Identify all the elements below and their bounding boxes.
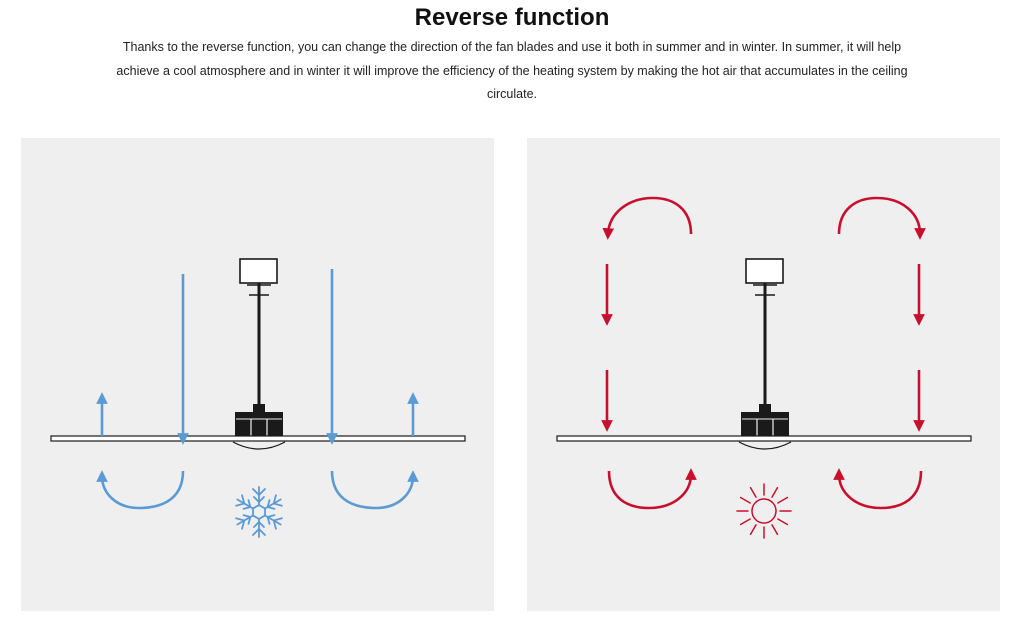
- snowflake-icon: [233, 486, 285, 538]
- winter-diagram-panel: [527, 138, 1000, 611]
- page-title: Reverse function: [414, 4, 610, 31]
- airflow-curve-arrow: [607, 468, 697, 510]
- page-description: Thanks to the reverse function, you can …: [116, 40, 908, 101]
- fan-blades: [556, 435, 972, 442]
- fan-motor: [741, 412, 789, 437]
- summer-diagram-panel: [21, 138, 494, 611]
- airflow-curve-arrow: [330, 470, 419, 510]
- airflow-curve-arrow: [602, 196, 693, 240]
- fan-blades: [50, 435, 466, 442]
- summer-airflow-diagram: [50, 258, 466, 538]
- fan-ceiling-mount: [745, 258, 784, 284]
- airflow-curve-arrow: [833, 468, 923, 510]
- ceiling-fan: [556, 258, 972, 450]
- ceiling-fan: [50, 258, 466, 450]
- winter-airflow-diagram: [556, 196, 972, 539]
- fan-ceiling-mount: [239, 258, 278, 284]
- airflow-curve-arrow: [96, 470, 185, 510]
- airflow-curve-arrow: [837, 196, 926, 240]
- fan-motor: [235, 412, 283, 437]
- sun-icon: [736, 483, 792, 539]
